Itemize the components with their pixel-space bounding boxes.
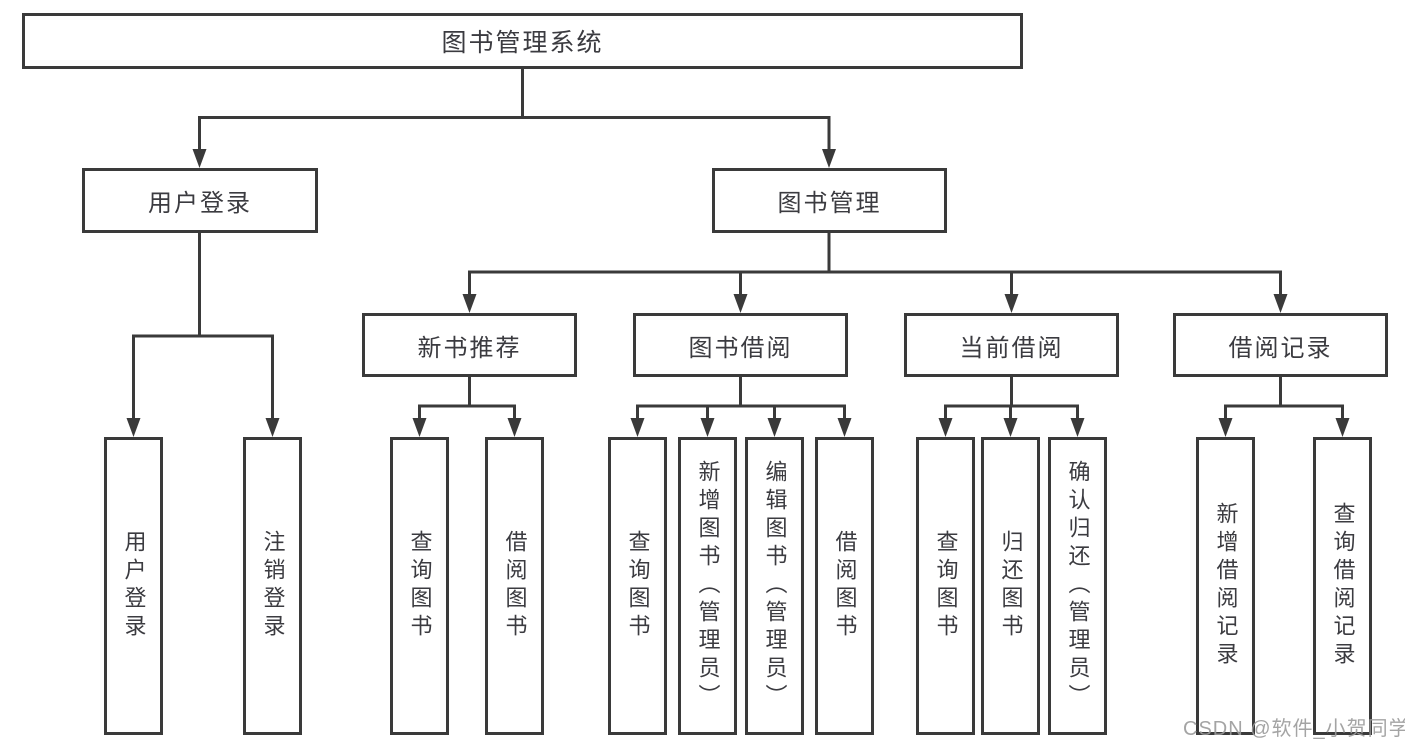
leaf-borrow-books-label: 借阅图书 — [832, 530, 858, 642]
connector-current-to-leaves — [944, 377, 1079, 421]
leaf-return-books: 归还图书 — [981, 437, 1040, 735]
leaf-recommend-borrow-books-label: 借阅图书 — [502, 530, 528, 642]
connector-records-to-leaves — [1224, 377, 1344, 421]
leaf-borrow-query-books: 查询图书 — [608, 437, 667, 735]
leaf-add-books-admin-label: 新增图书（管理员） — [695, 460, 721, 712]
leaf-return-books-label: 归还图书 — [998, 530, 1024, 642]
leaf-edit-books-admin-label: 编辑图书（管理员） — [762, 460, 788, 712]
node-root-system: 图书管理系统 — [22, 13, 1023, 69]
section-current-borrow: 当前借阅 — [904, 313, 1119, 377]
leaf-logout: 注销登录 — [243, 437, 302, 735]
connector-root-to-branches — [198, 69, 831, 151]
leaf-query-borrow-record-label: 查询借阅记录 — [1330, 502, 1356, 670]
branch-book-management-label: 图书管理 — [777, 190, 882, 217]
leaf-user-login: 用户登录 — [104, 437, 163, 735]
leaf-confirm-return-admin-label: 确认归还（管理员） — [1065, 460, 1091, 712]
leaf-user-login-label: 用户登录 — [121, 530, 147, 642]
section-book-borrow-label: 图书借阅 — [688, 334, 793, 362]
leaf-recommend-borrow-books: 借阅图书 — [485, 437, 544, 735]
leaf-recommend-query-books-label: 查询图书 — [407, 530, 433, 642]
connector-recommend-to-leaves — [418, 377, 516, 421]
leaf-query-borrow-record: 查询借阅记录 — [1313, 437, 1372, 735]
leaf-logout-label: 注销登录 — [260, 530, 286, 642]
section-current-borrow-label: 当前借阅 — [959, 334, 1064, 362]
leaf-current-query-books-label: 查询图书 — [933, 530, 959, 642]
node-root-label: 图书管理系统 — [441, 29, 604, 57]
connector-borrow-to-leaves — [636, 377, 846, 421]
section-new-book-recommend: 新书推荐 — [362, 313, 577, 377]
leaf-recommend-query-books: 查询图书 — [390, 437, 449, 735]
branch-book-management: 图书管理 — [712, 168, 947, 233]
section-new-book-recommend-label: 新书推荐 — [417, 334, 522, 362]
leaf-add-borrow-record-label: 新增借阅记录 — [1213, 502, 1239, 670]
leaf-add-borrow-record: 新增借阅记录 — [1196, 437, 1255, 735]
branch-user-login: 用户登录 — [82, 168, 318, 233]
section-borrow-records-label: 借阅记录 — [1228, 334, 1333, 362]
leaf-edit-books-admin: 编辑图书（管理员） — [745, 437, 804, 735]
branch-user-login-label: 用户登录 — [148, 190, 252, 217]
leaf-borrow-books: 借阅图书 — [815, 437, 874, 735]
leaf-current-query-books: 查询图书 — [916, 437, 975, 735]
leaf-confirm-return-admin: 确认归还（管理员） — [1048, 437, 1107, 735]
leaf-borrow-query-books-label: 查询图书 — [625, 530, 651, 642]
csdn-watermark: CSDN @软件_小贺同学 — [1183, 718, 1405, 740]
section-book-borrow: 图书借阅 — [633, 313, 848, 377]
section-borrow-records: 借阅记录 — [1173, 313, 1388, 377]
leaf-add-books-admin: 新增图书（管理员） — [678, 437, 737, 735]
connector-book-branch-to-sections — [468, 233, 1282, 296]
connector-user-branch-to-leaves — [132, 233, 274, 421]
